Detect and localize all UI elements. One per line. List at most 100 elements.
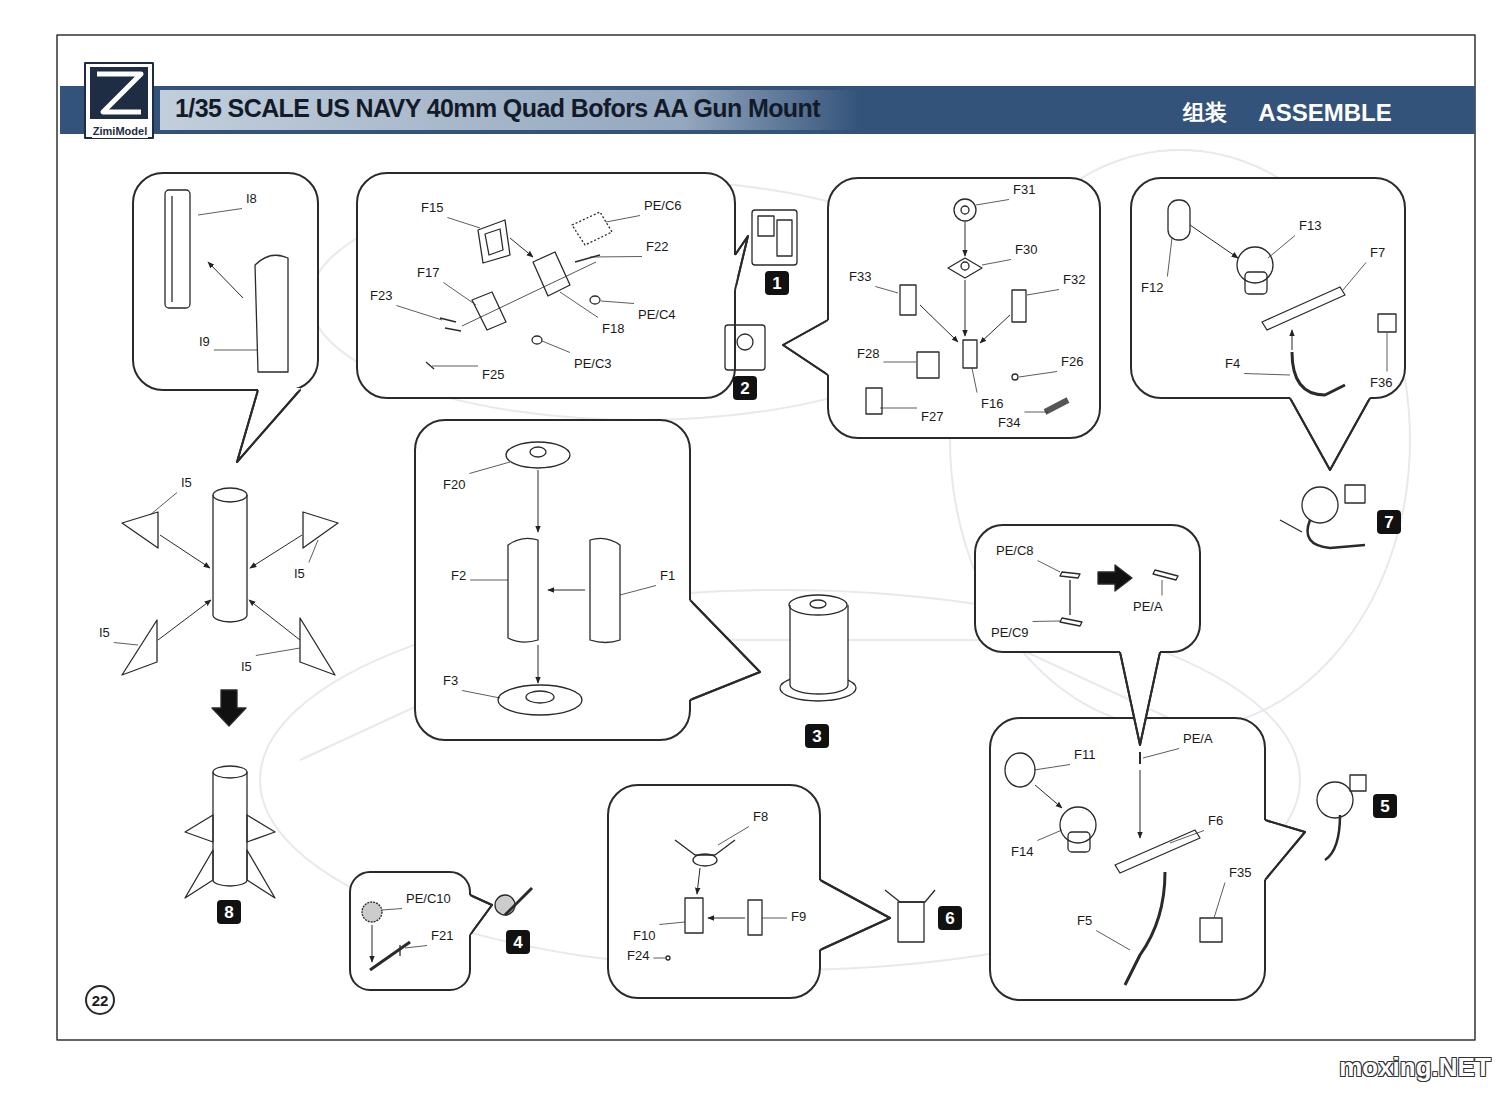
leader-line xyxy=(972,368,977,393)
step-number: 8 xyxy=(224,904,233,921)
brand-name: ZimiModel xyxy=(92,125,148,138)
part-outline xyxy=(1302,487,1338,523)
step-badge: 8 xyxy=(217,900,241,924)
callout-tail xyxy=(1290,398,1370,470)
part-outline xyxy=(370,942,410,970)
part-label: PE/C10 xyxy=(405,891,452,906)
assembly-arrow xyxy=(1190,225,1238,258)
part-outline xyxy=(737,334,753,350)
part-outline xyxy=(1012,290,1026,322)
callout-seam xyxy=(258,388,300,392)
part-outline xyxy=(1345,485,1365,503)
part-outline xyxy=(1280,520,1302,532)
assembly-arrow xyxy=(1140,770,1141,838)
part-outline xyxy=(777,220,792,256)
part-label: F27 xyxy=(920,409,944,424)
part-label: F20 xyxy=(442,477,466,492)
part-label: PE/C8 xyxy=(995,543,1035,558)
callout-seam xyxy=(818,880,822,950)
part-outline xyxy=(1069,580,1070,615)
part-label: F13 xyxy=(1298,218,1322,233)
callout-tail xyxy=(1120,652,1160,745)
part-outline xyxy=(1139,752,1141,764)
part-label: F21 xyxy=(430,928,454,943)
part-label: F25 xyxy=(481,367,505,382)
part-label: F18 xyxy=(601,321,625,336)
leader-line xyxy=(462,691,500,699)
part-outline xyxy=(426,362,434,369)
part-outline xyxy=(495,895,515,915)
callout-tail xyxy=(470,895,492,935)
part-outline xyxy=(748,900,762,935)
part-outline xyxy=(572,212,612,245)
callout-seam xyxy=(826,320,830,375)
page-border xyxy=(57,35,1475,1040)
part-outline xyxy=(1060,618,1082,626)
part-outline xyxy=(675,840,735,855)
leader-line xyxy=(114,643,138,646)
leader-line xyxy=(1387,333,1388,372)
part-label: I5 xyxy=(240,659,253,674)
part-label: I5 xyxy=(98,625,111,640)
leader-line xyxy=(1033,621,1060,623)
part-outline xyxy=(1168,200,1190,240)
logo xyxy=(85,63,153,138)
step-badge: 2 xyxy=(733,376,757,400)
part-outline xyxy=(961,206,969,214)
assembly-arrow xyxy=(965,222,966,256)
leader-line xyxy=(382,909,402,911)
part-label: F7 xyxy=(1369,245,1386,260)
part-outline xyxy=(900,285,916,315)
part-label: PE/C9 xyxy=(990,625,1030,640)
part-outline xyxy=(590,296,600,304)
part-outline xyxy=(685,898,703,933)
part-outline xyxy=(725,325,765,370)
callout-tail xyxy=(690,600,760,700)
leader-line xyxy=(198,209,242,216)
leader-line xyxy=(883,362,916,363)
part-label: F34 xyxy=(997,415,1021,430)
assembly-arrow xyxy=(548,590,585,591)
step-number: 4 xyxy=(513,934,522,951)
leader-line xyxy=(982,260,1011,266)
part-label: F9 xyxy=(790,909,807,924)
part-outline xyxy=(1317,782,1353,818)
part-label: F2 xyxy=(450,568,467,583)
part-label: F6 xyxy=(1207,813,1224,828)
assembly-arrow xyxy=(538,470,539,532)
part-outline xyxy=(963,340,977,368)
callout-tail xyxy=(820,880,890,950)
part-label: F5 xyxy=(1076,913,1093,928)
part-outline xyxy=(462,262,596,326)
callout-tail xyxy=(237,390,300,462)
part-label: F24 xyxy=(626,948,650,963)
part-outline xyxy=(752,210,797,265)
part-outline xyxy=(122,620,157,675)
header-band xyxy=(160,90,860,130)
leader-line xyxy=(1024,412,1048,413)
leader-line xyxy=(653,958,666,959)
leader-line xyxy=(1019,372,1057,378)
part-label: F30 xyxy=(1014,242,1038,257)
callout-tail xyxy=(1290,398,1370,470)
callout-bubble xyxy=(350,872,470,990)
callout-seam xyxy=(1120,650,1160,654)
part-outline xyxy=(362,902,382,922)
part-outline xyxy=(185,850,213,898)
part-outline xyxy=(1308,520,1366,548)
leader-line xyxy=(1037,830,1062,841)
page-title: 1/35 SCALE US NAVY 40mm Quad Bofors AA G… xyxy=(175,96,820,121)
step-badge: 5 xyxy=(1373,794,1397,818)
part-outline xyxy=(526,691,554,703)
leader-line xyxy=(1143,749,1179,759)
leader-line xyxy=(590,256,642,258)
part-label: F22 xyxy=(645,239,669,254)
leader-line xyxy=(469,462,510,474)
part-label: F12 xyxy=(1140,280,1164,295)
part-label: I9 xyxy=(198,334,211,349)
part-outline xyxy=(508,538,538,642)
part-outline xyxy=(506,442,570,468)
part-outline xyxy=(758,216,774,236)
